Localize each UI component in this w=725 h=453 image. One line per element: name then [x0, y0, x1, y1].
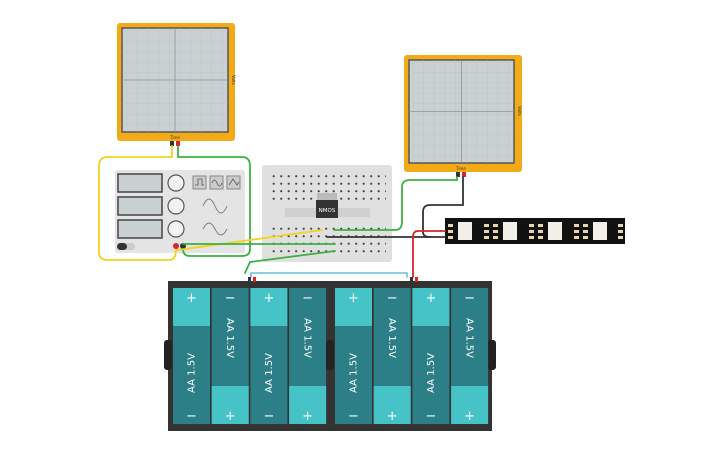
wire-yellow-gate[interactable]: [177, 229, 323, 251]
battery-label: AA 1.5V: [224, 318, 235, 358]
aa-battery-cell[interactable]: − + AA 1.5V: [289, 288, 327, 424]
minus-sign: −: [302, 291, 313, 306]
plus-sign: +: [425, 291, 436, 306]
aa-battery-cell[interactable]: + − AA 1.5V: [412, 288, 450, 424]
battery-label: AA 1.5V: [426, 353, 437, 393]
minus-sign: −: [186, 409, 197, 424]
amplitude-icon: [202, 198, 228, 214]
aa-battery-cell[interactable]: + − AA 1.5V: [250, 288, 288, 424]
wire-yellow[interactable]: [98, 145, 177, 261]
minus-sign: −: [387, 291, 398, 306]
amplitude-knob[interactable]: [167, 197, 185, 215]
positive-terminal[interactable]: [253, 277, 256, 282]
x-axis-label: Time: [169, 135, 180, 140]
minus-sign: −: [225, 291, 236, 306]
minus-sign: −: [348, 409, 359, 424]
battery-label: AA 1.5V: [464, 318, 475, 358]
nmos-transistor[interactable]: NMOS: [316, 193, 338, 218]
wires: [98, 145, 464, 278]
oscilloscope-2[interactable]: Time Volts: [404, 55, 522, 177]
battery-label: AA 1.5V: [264, 353, 275, 393]
wire-black-scope[interactable]: [422, 176, 464, 238]
amplitude-display: [117, 196, 163, 216]
function-generator[interactable]: [115, 170, 245, 253]
plus-sign: +: [186, 291, 197, 306]
negative-terminal[interactable]: [456, 172, 460, 177]
wire-red-power[interactable]: [412, 230, 446, 278]
plus-sign: +: [302, 409, 313, 424]
aa-battery-cell[interactable]: + − AA 1.5V: [335, 288, 372, 424]
wire-green-battery[interactable]: [244, 250, 336, 274]
minus-sign: −: [263, 409, 274, 424]
battery-label: AA 1.5V: [386, 318, 397, 358]
aa-battery-cell[interactable]: − + AA 1.5V: [373, 288, 411, 424]
y-axis-label: Volts: [231, 75, 236, 85]
negative-terminal[interactable]: [248, 277, 251, 282]
battery-label: AA 1.5V: [187, 353, 198, 393]
y-axis-label: Volts: [517, 106, 522, 116]
plus-sign: +: [387, 409, 398, 424]
positive-terminal[interactable]: [173, 243, 179, 249]
minus-sign: −: [425, 409, 436, 424]
positive-terminal[interactable]: [176, 141, 180, 146]
wire-green[interactable]: [177, 145, 251, 257]
offset-icon: [202, 222, 228, 236]
plus-sign: +: [263, 291, 274, 306]
breadboard[interactable]: NMOS: [262, 165, 392, 262]
offset-display: [117, 219, 163, 239]
x-axis-label: Time: [455, 166, 466, 171]
negative-terminal[interactable]: [170, 141, 174, 146]
positive-terminal[interactable]: [415, 277, 418, 282]
plus-sign: +: [225, 409, 236, 424]
plus-sign: +: [464, 409, 475, 424]
square-wave-button[interactable]: [192, 175, 207, 190]
battery-label: AA 1.5V: [349, 353, 360, 393]
battery-pack-1[interactable]: + − AA 1.5V − + AA 1.5V + − AA 1.5V − + AA 1.5V: [164, 277, 334, 431]
offset-knob[interactable]: [167, 220, 185, 238]
wire-green-scope[interactable]: [333, 176, 458, 231]
frequency-knob[interactable]: [167, 174, 185, 192]
aa-battery-cell[interactable]: − + AA 1.5V: [451, 288, 489, 424]
wire-blue-battery-link[interactable]: [250, 272, 408, 278]
sine-wave-button[interactable]: [209, 175, 224, 190]
minus-sign: −: [464, 291, 475, 306]
frequency-display: [117, 173, 163, 193]
oscilloscope-1[interactable]: Time Volts: [117, 23, 236, 146]
plus-sign: +: [348, 291, 359, 306]
led-strip[interactable]: [445, 218, 625, 244]
negative-terminal[interactable]: [410, 277, 413, 282]
aa-battery-cell[interactable]: + − AA 1.5V: [173, 288, 210, 424]
battery-pack-2[interactable]: + − AA 1.5V − + AA 1.5V + − AA 1.5V − + AA 1.5V: [326, 277, 496, 431]
battery-label: AA 1.5V: [302, 318, 313, 358]
nmos-label: NMOS: [319, 208, 336, 214]
triangle-wave-button[interactable]: [226, 175, 241, 190]
positive-terminal[interactable]: [462, 172, 466, 177]
aa-battery-cell[interactable]: − + AA 1.5V: [211, 288, 249, 424]
